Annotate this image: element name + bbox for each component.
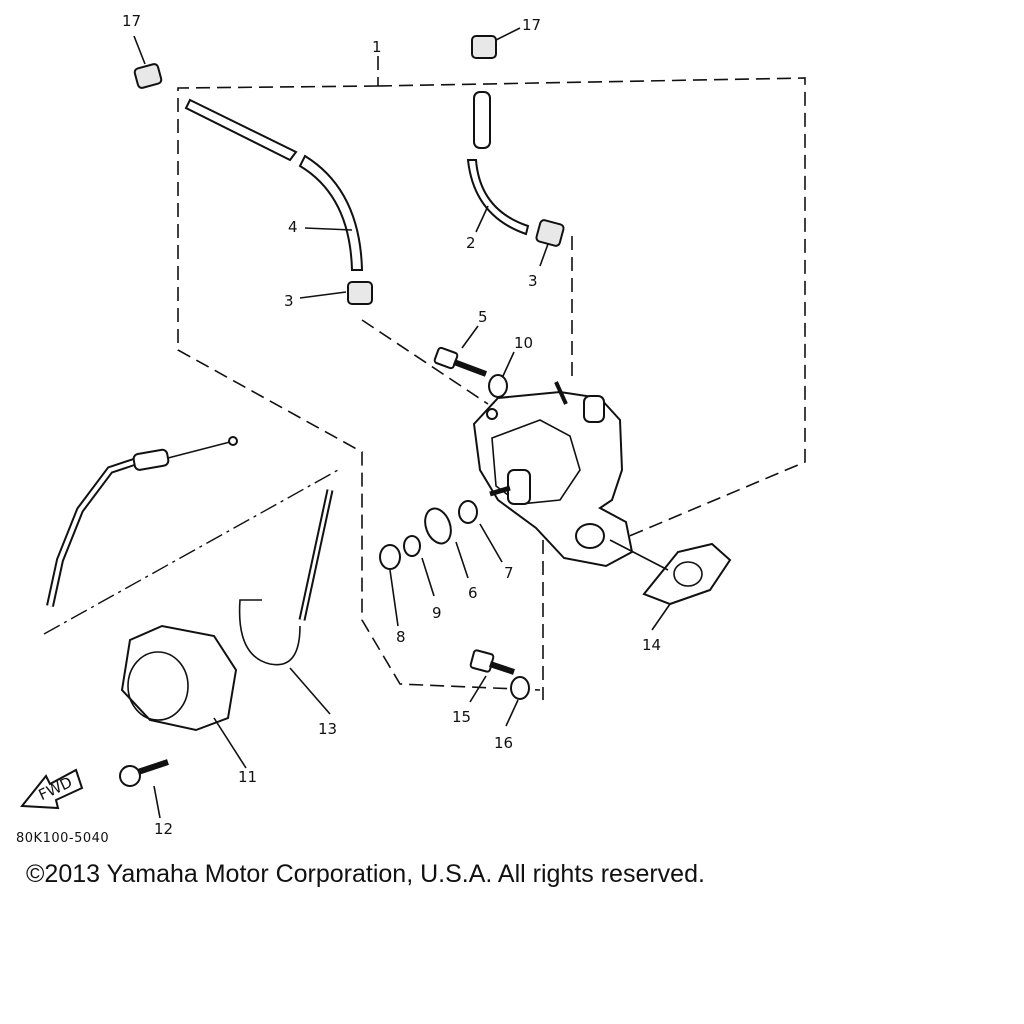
bolt-12 xyxy=(119,759,169,819)
callout-17a: 17 xyxy=(122,12,141,30)
copyright-notice: ©2013 Yamaha Motor Corporation, U.S.A. A… xyxy=(26,860,705,888)
callout-3a: 3 xyxy=(284,292,294,310)
callout-13: 13 xyxy=(318,720,337,738)
plate-6 xyxy=(424,507,469,579)
hose-2 xyxy=(466,91,530,236)
nut-8 xyxy=(379,544,401,627)
callout-12: 12 xyxy=(154,820,173,838)
callout-1: 1 xyxy=(372,38,382,56)
cover-11 xyxy=(120,624,247,769)
exploded-parts-diagram: FWD 1 2 3 3 4 5 6 7 8 9 10 11 12 13 14 1… xyxy=(16,12,806,846)
bolt-15 xyxy=(469,649,515,703)
washer-7 xyxy=(458,500,503,563)
drawing-code: 80K100-5040 xyxy=(16,831,109,846)
callout-16: 16 xyxy=(494,734,513,752)
oil-pump-body xyxy=(472,381,634,568)
hose-clamp-left xyxy=(299,281,373,305)
callout-10: 10 xyxy=(514,334,533,352)
washer-10 xyxy=(488,351,515,398)
hose-4 xyxy=(184,98,364,271)
callout-3b: 3 xyxy=(528,272,538,290)
cap-left xyxy=(133,35,163,89)
callout-8: 8 xyxy=(396,628,406,646)
callout-7: 7 xyxy=(504,564,514,582)
washer-16 xyxy=(505,676,530,727)
callout-2: 2 xyxy=(466,234,476,252)
callout-6: 6 xyxy=(468,584,478,602)
pump-cable xyxy=(46,436,238,607)
cap-right xyxy=(471,27,521,59)
callout-11: 11 xyxy=(238,768,257,786)
gasket-14 xyxy=(609,539,732,631)
callout-labels: 1 2 3 3 4 5 6 7 8 9 10 11 12 13 14 15 16… xyxy=(122,12,661,838)
callout-4: 4 xyxy=(288,218,298,236)
hose-clamp-right xyxy=(535,219,565,267)
callout-5: 5 xyxy=(478,308,488,326)
cable-boundary xyxy=(43,469,339,635)
bolt-5 xyxy=(433,325,488,377)
cable-13 xyxy=(238,489,334,715)
assembly-boundary xyxy=(177,56,806,700)
callout-17b: 17 xyxy=(522,16,541,34)
callout-14: 14 xyxy=(642,636,661,654)
callout-9: 9 xyxy=(432,604,442,622)
lockwasher-9 xyxy=(403,535,435,597)
fwd-arrow-icon: FWD xyxy=(20,768,84,810)
callout-15: 15 xyxy=(452,708,471,726)
